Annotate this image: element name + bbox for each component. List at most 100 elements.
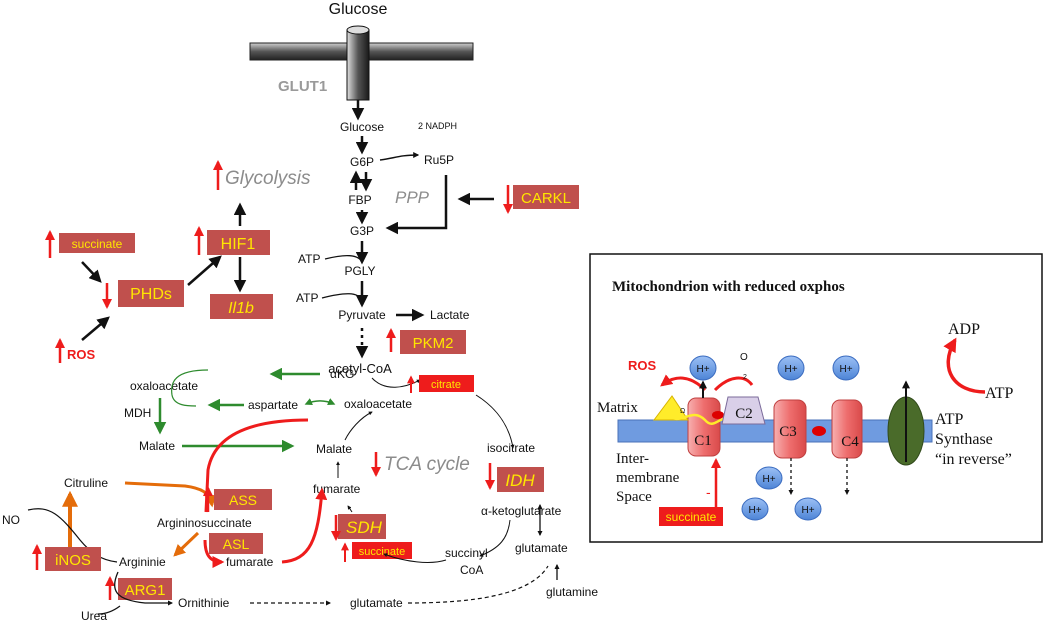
argininosuccinate-label: Argininosuccinate: [157, 516, 252, 530]
ru5p-label: Ru5P: [424, 153, 454, 167]
succinyl-label: succinyl: [445, 546, 488, 560]
arrow-succinate-phds: [81, 261, 102, 283]
sdh-to-fumarate: [347, 505, 353, 513]
hplus-4: H+: [762, 474, 775, 485]
green-loop: [171, 369, 209, 407]
lactate-label: Lactate: [430, 308, 470, 322]
il1b-label: Il1b: [228, 300, 254, 317]
atp1-curve: [324, 255, 363, 263]
aspartate-label: aspartate: [248, 398, 298, 412]
malate-to-oaa: [344, 411, 373, 441]
glutamate-dashed-link: [407, 565, 549, 604]
no-label: NO: [2, 513, 20, 527]
mito-title: Mitochondrion with reduced oxphos: [612, 279, 845, 295]
hplus-bubble-1: [689, 355, 717, 381]
pkm2-box: [400, 330, 466, 354]
o2-sub-label: 2: [743, 374, 747, 381]
oxaloacetate-right-label: oxaloacetate: [344, 397, 412, 411]
c3-label: C3: [779, 424, 797, 440]
c4-label: C4: [841, 434, 859, 450]
idh-label: IDH: [505, 471, 535, 490]
inos-box: [45, 547, 101, 571]
hplus-2: H+: [784, 364, 797, 375]
atp-synthase-label-1: ATP: [935, 411, 964, 428]
minus-label: -: [706, 484, 711, 500]
succinate-sdh-box: [352, 542, 412, 559]
citrate-label: citrate: [431, 379, 461, 391]
glut1-label: GLUT1: [278, 78, 327, 95]
c1-label: C1: [694, 433, 712, 449]
hif1-label: HIF1: [221, 236, 256, 253]
c2-label: C2: [735, 406, 753, 422]
mitochondrion-panel: [589, 253, 1043, 543]
carkl-box: [513, 185, 579, 209]
arrow-argininosuccinate-arginine: [173, 531, 200, 557]
succinyl-to-succinate: [383, 553, 447, 563]
c1-electron: [712, 411, 724, 419]
pkm2-label: PKM2: [413, 335, 454, 352]
hplus-1: H+: [696, 364, 709, 375]
tca-label: TCA cycle: [384, 454, 470, 475]
succinate-sdh-label: succinate: [359, 546, 405, 558]
membrane-label: membrane: [616, 470, 680, 486]
hplus-bubble-6: [794, 497, 822, 521]
mito-adp-label: ADP: [948, 321, 980, 338]
mito-succinate-box: [659, 507, 723, 526]
ppp-label: PPP: [395, 188, 430, 207]
urea-curve: [97, 605, 121, 615]
pgly-label: PGLY: [344, 264, 375, 278]
ass-label: ASS: [229, 492, 257, 508]
fumarate-to-tca: [281, 487, 328, 564]
inter-label: Inter-: [616, 451, 649, 467]
citrate-box: [419, 375, 474, 392]
ornithine-label: Ornithinie: [178, 596, 230, 610]
complex-c2: [721, 396, 766, 425]
akg-to-succinyl: [479, 519, 511, 557]
glut1-top: [346, 25, 370, 35]
atp2-curve: [321, 293, 363, 301]
hplus-bubble-5: [741, 497, 769, 521]
glutamate-right-label: glutamate: [515, 541, 568, 555]
hplus-3: H+: [839, 364, 852, 375]
hplus-6: H+: [801, 505, 814, 516]
citrulline-label: Citruline: [64, 476, 108, 490]
matrix-label: Matrix: [597, 400, 638, 416]
glutamate-bottom-label: glutamate: [350, 596, 403, 610]
c1-o2-arrow: [713, 376, 754, 392]
g3p-label: G3P: [350, 224, 374, 238]
acetylcoa-to-citrate: [371, 377, 421, 388]
succinate-top-box: [59, 233, 135, 253]
atp1-label: ATP: [298, 252, 320, 266]
atp-to-adp-arrow: [943, 337, 986, 394]
hif1-box: [207, 230, 270, 255]
asl-box: [209, 533, 263, 554]
fad-label: Ω: [680, 408, 685, 415]
arrow-g6p-ru5p: [379, 152, 420, 161]
il1b-box: [210, 294, 273, 319]
ros-label: ROS: [67, 347, 96, 362]
atp2-label: ATP: [296, 291, 318, 305]
sdh-box: [338, 514, 386, 539]
mdh-label: MDH: [124, 406, 151, 420]
succinate-top-label: succinate: [72, 237, 123, 251]
citrate-to-isocitrate: [475, 394, 515, 449]
fumarate-center-label: fumarate: [313, 482, 361, 496]
ass-box: [214, 489, 272, 510]
o2-label: O: [740, 352, 748, 363]
phds-box: [118, 280, 184, 307]
atp-synthase-label-3: “in reverse”: [935, 451, 1012, 468]
glut1-transporter: [346, 29, 370, 101]
hplus-bubble-2: [777, 355, 805, 381]
glucose-top-label: Glucose: [329, 1, 388, 18]
inos-label: iNOS: [55, 552, 91, 569]
urea-label: Urea: [81, 609, 107, 622]
aspartate-to-argininosuccinate: [204, 418, 309, 513]
fumarate-low-label: fumarate: [226, 555, 274, 569]
phds-label: PHDs: [130, 286, 172, 303]
hplus-bubble-3: [832, 355, 860, 381]
mito-ros-label: ROS: [628, 358, 657, 373]
isocitrate-label: isocitrate: [487, 441, 535, 455]
idh-box: [497, 467, 544, 492]
